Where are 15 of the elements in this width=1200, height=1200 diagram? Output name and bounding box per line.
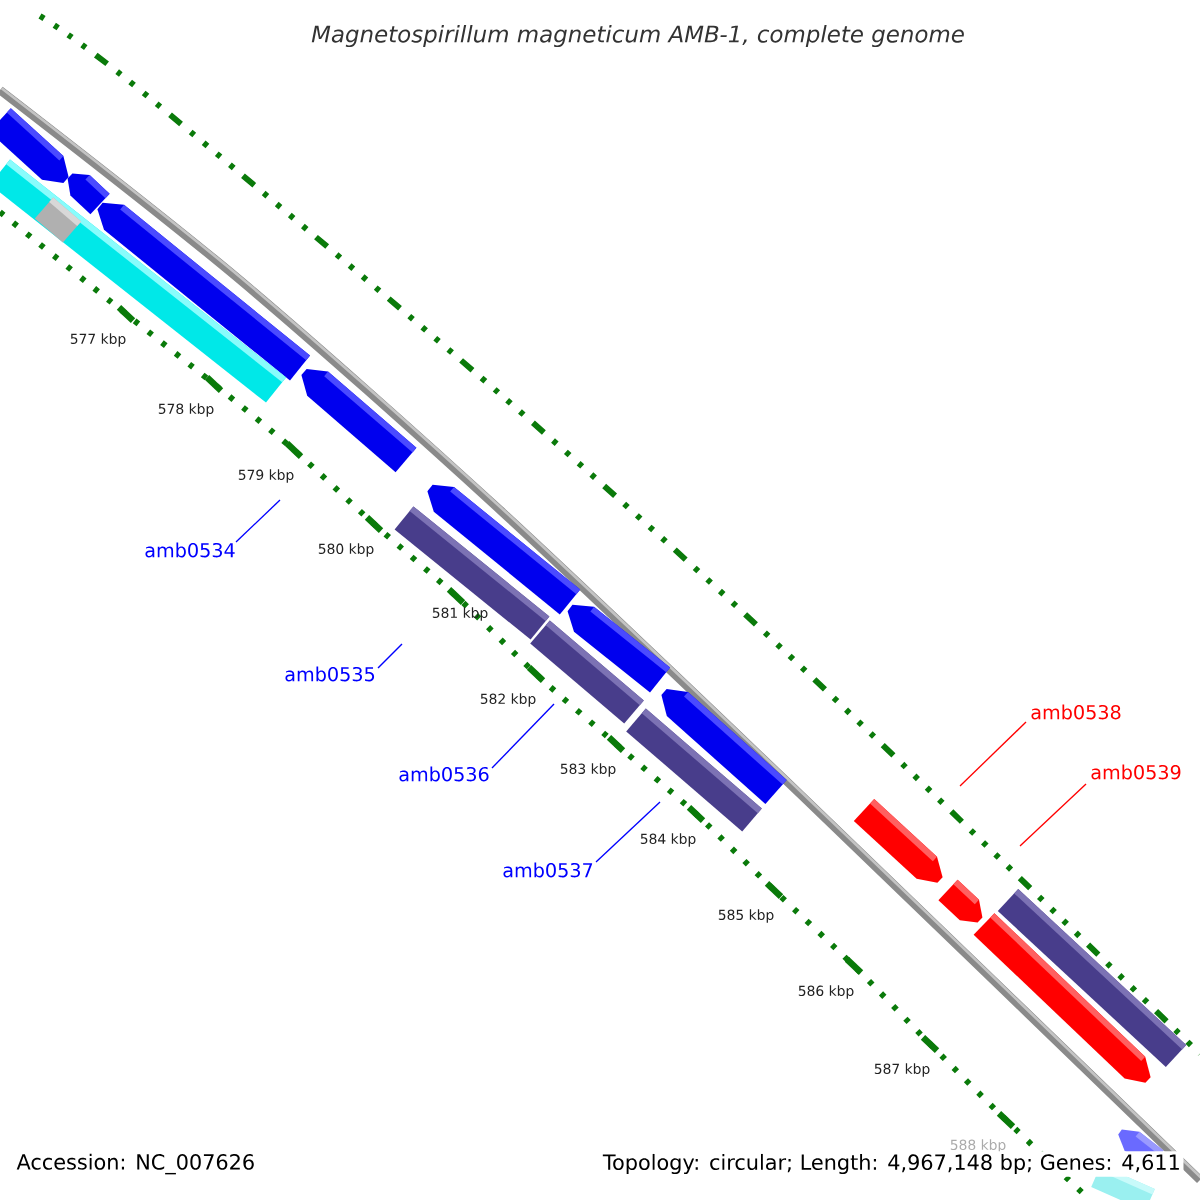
leader-line [959, 721, 1027, 787]
accession-text: Accession: NC_007626 [16, 1153, 254, 1175]
genome-info-text: Topology: circular; Length: 4,967,148 bp; Genes: 4,611 [600, 1151, 1184, 1177]
gene-label: amb0536 [399, 766, 489, 782]
title: Magnetospirillum magneticum AMB-1, complete genome [311, 24, 964, 48]
leader-line [491, 703, 555, 769]
leader-line [595, 801, 661, 863]
gene-label: amb0538 [1031, 704, 1121, 720]
leader-line [235, 499, 281, 543]
leader-line [1019, 783, 1087, 847]
gene-label: amb0539 [1091, 764, 1181, 780]
gene-label: amb0534 [145, 542, 235, 558]
gene-label: amb0535 [285, 666, 375, 682]
leader-line [377, 643, 403, 669]
gene-label: amb0537 [503, 862, 593, 878]
